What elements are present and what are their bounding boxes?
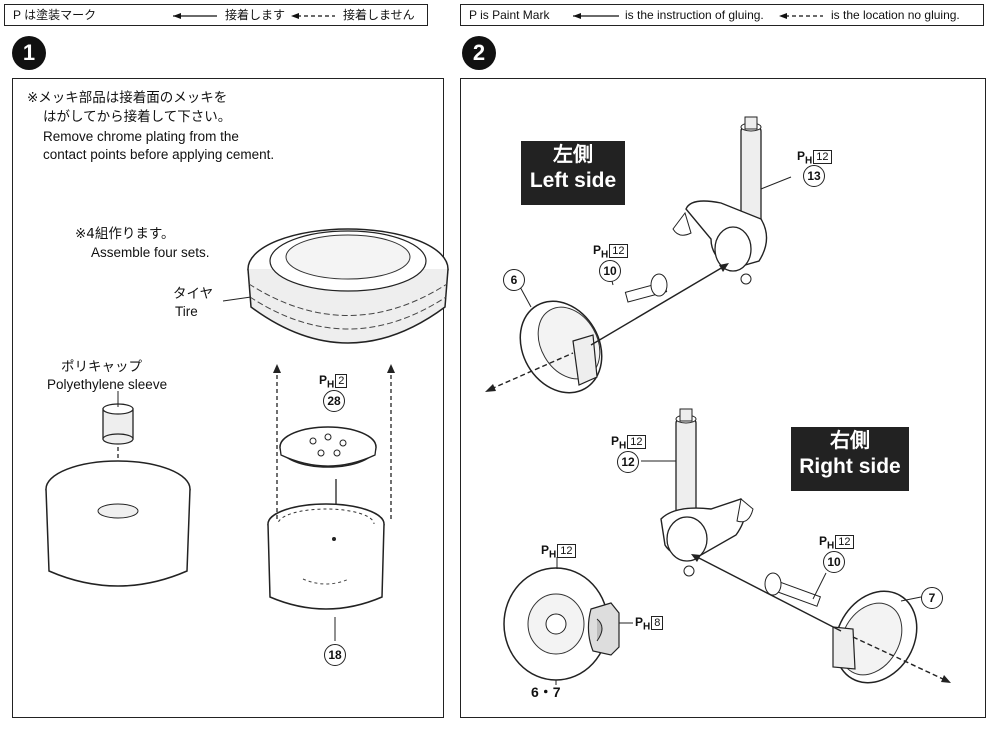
tire-drawing	[247, 228, 449, 344]
step-1-panel: ※メッキ部品は接着面のメッキを はがしてから接着して下さい。 Remove ch…	[12, 78, 449, 718]
chrome-note-en-1: Remove chrome plating from the	[43, 129, 239, 144]
part-13-badge: 13	[803, 165, 825, 187]
step-2-panel: 左側 Left side 右側 Right side	[460, 78, 986, 718]
part-6-badge: 6	[503, 269, 525, 291]
left-side-en: Left side	[529, 169, 617, 192]
step-1-number: 1	[12, 36, 46, 70]
legend-en-glue: is the instruction of gluing.	[625, 8, 764, 22]
left-upright-drawing	[672, 116, 768, 285]
legend-jp-glue: 接着します	[225, 8, 286, 22]
right-upright-drawing	[660, 408, 754, 577]
chrome-note-en-2: contact points before applying cement.	[43, 147, 275, 162]
legend-english: P is Paint Mark is the instruction of gl…	[460, 4, 984, 26]
right-side-jp: 右側	[830, 428, 870, 452]
left-side-jp: 左側	[553, 142, 593, 166]
chrome-note-jp-2: はがしてから接着して下さい。	[43, 109, 232, 125]
sets-note-en: Assemble four sets.	[91, 245, 210, 260]
right-side-en: Right side	[799, 455, 901, 478]
part-10-right-badge: 10	[823, 551, 845, 573]
legend-japanese: P は塗装マーク 接着します 接着しません	[4, 4, 428, 26]
step-2-illustration	[485, 116, 951, 685]
step-1-illustration	[45, 228, 449, 641]
wheel-half-drawing	[45, 460, 191, 587]
polycap-drawing	[102, 403, 134, 445]
legend-jp-noglue: 接着しません	[343, 8, 415, 22]
part-12-badge: 12	[617, 451, 639, 473]
tire-label-jp: タイヤ	[173, 286, 214, 302]
wheel-cap-drawing	[279, 426, 377, 468]
left-disc-drawing	[519, 300, 603, 394]
legend-en-arrows	[573, 13, 823, 19]
left-pin-drawing	[624, 273, 668, 303]
legend-en-paint: P is Paint Mark	[469, 8, 550, 22]
sleeve-label-jp: ポリキャップ	[61, 359, 142, 375]
sets-note-jp: ※4組作ります。	[75, 226, 175, 242]
chrome-note-jp-1: ※メッキ部品は接着面のメッキを	[27, 90, 228, 106]
part-7-badge: 7	[921, 587, 943, 609]
step-2-number: 2	[462, 36, 496, 70]
legend-jp-arrows	[173, 13, 335, 19]
tire-label-en: Tire	[175, 304, 198, 319]
right-disc-drawing	[832, 590, 918, 684]
part-18-badge: 18	[324, 644, 346, 666]
part-10-left-badge: 10	[599, 260, 621, 282]
brake-assembly-drawing	[503, 567, 620, 681]
part-28-badge: 28	[323, 390, 345, 412]
sleeve-label-en: Polyethylene sleeve	[47, 377, 168, 392]
legend-en-noglue: is the location no gluing.	[831, 8, 960, 22]
left-side-box: 左側 Left side	[521, 141, 625, 205]
right-side-box: 右側 Right side	[791, 427, 909, 491]
rim-drawing	[267, 503, 385, 610]
right-pin-drawing	[764, 572, 822, 607]
legend-jp-paint: P は塗装マーク	[13, 8, 97, 22]
part-6-7-label: 6・7	[531, 684, 561, 700]
